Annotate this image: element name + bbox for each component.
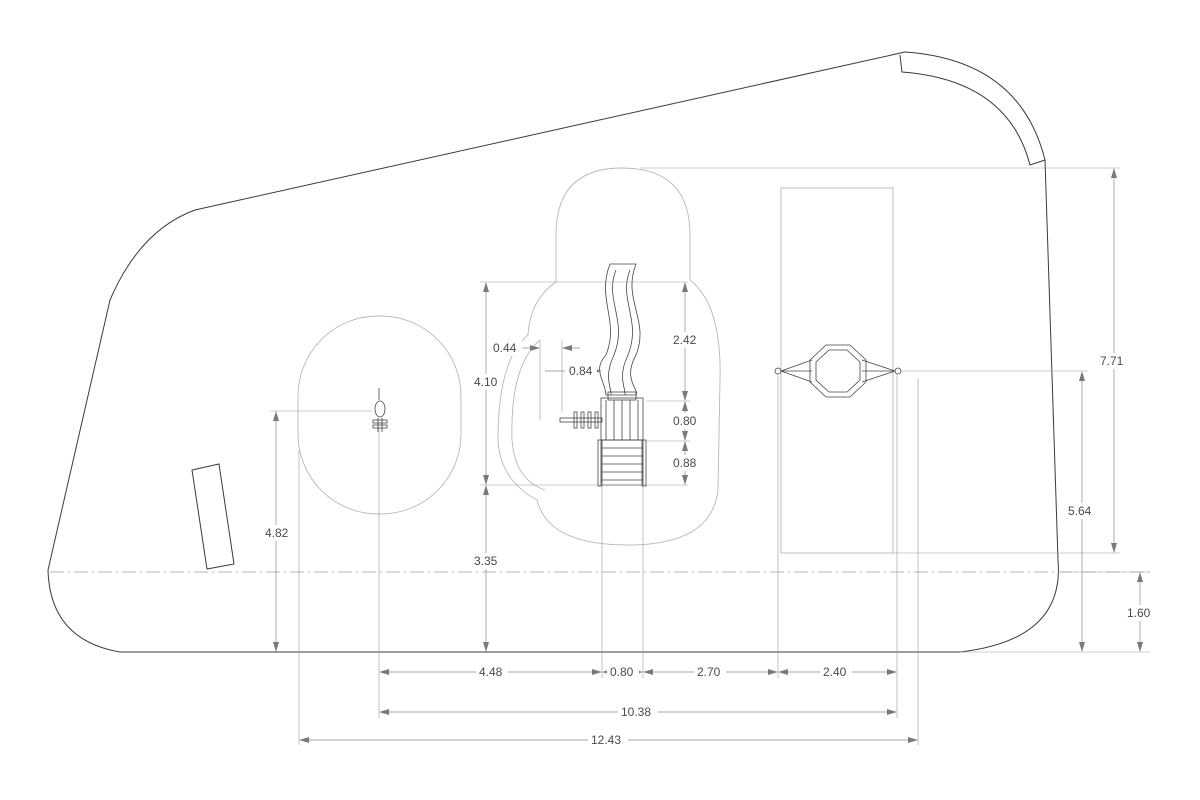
dim-7-71: 7.71 — [1100, 354, 1124, 368]
dim-2-70: 2.70 — [697, 665, 721, 679]
dim-0-84: 0.84 — [569, 364, 593, 378]
dim-0-88: 0.88 — [673, 456, 697, 470]
dimension-lines — [273, 168, 1143, 743]
dim-2-42: 2.42 — [673, 333, 697, 347]
dim-4-82: 4.82 — [265, 526, 289, 540]
slide-structure — [559, 263, 647, 487]
extension-lines — [270, 167, 1150, 745]
spring-rider-safety-zone — [297, 315, 462, 515]
dim-3-35: 3.35 — [474, 554, 498, 568]
nest-swing — [774, 344, 902, 398]
slide-safety-zone — [497, 167, 721, 546]
curved-border-strip — [899, 54, 1046, 166]
dim-5-64: 5.64 — [1068, 504, 1092, 518]
dim-4-10: 4.10 — [474, 375, 498, 389]
dim-1-60: 1.60 — [1127, 606, 1151, 620]
dim-4-48: 4.48 — [479, 665, 503, 679]
dim-0-80-vertical: 0.80 — [673, 414, 697, 428]
swing-safety-zone — [780, 187, 894, 554]
slide-safety-zone-inner — [511, 339, 546, 491]
dim-10-38: 10.38 — [621, 705, 651, 719]
bench — [191, 463, 235, 570]
dim-0-80-horizontal: 0.80 — [610, 665, 634, 679]
site-boundary — [47, 51, 1059, 653]
dim-2-40: 2.40 — [823, 665, 847, 679]
dim-0-44: 0.44 — [493, 341, 517, 355]
dimension-labels: 0.44 0.84 2.42 4.10 0.80 0.88 4.82 3.35 … — [262, 332, 1156, 748]
dim-12-43: 12.43 — [591, 733, 621, 747]
spring-rider — [372, 388, 388, 432]
